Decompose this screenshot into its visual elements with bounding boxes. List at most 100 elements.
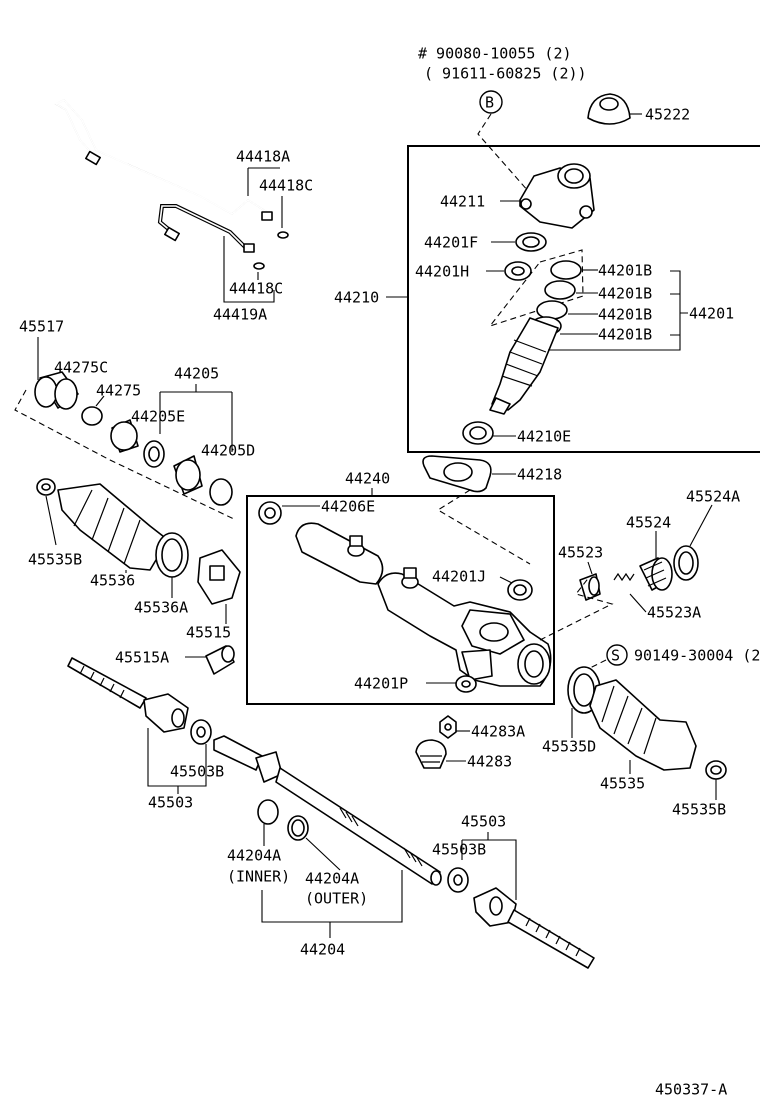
label-45536a: 45536A	[134, 599, 188, 617]
nut-44283a-part	[439, 715, 457, 739]
seal-44201h-part	[504, 261, 532, 281]
bracket-44205	[159, 384, 233, 452]
o-ring-44418c-lower	[253, 262, 265, 270]
leader-b-to-housing	[477, 113, 537, 201]
label-45515a: 45515A	[115, 649, 169, 667]
gasket-44218-part	[422, 455, 492, 493]
label-45503-left: 45503	[148, 794, 193, 812]
right-tie-rod-part	[473, 887, 595, 969]
s-bolt-note: 90149-30004 (2	[634, 647, 760, 665]
leader-44275	[95, 395, 105, 407]
label-45524: 45524	[626, 514, 671, 532]
label-45517: 45517	[19, 318, 64, 336]
leader-45523	[587, 561, 593, 575]
bushing-44205d-part	[173, 455, 203, 495]
yoke-45523-part	[579, 573, 601, 601]
label-45535: 45535	[600, 775, 645, 793]
label-45222: 45222	[645, 106, 690, 124]
o-ring-44418c-upper	[277, 231, 289, 239]
grommet-45515a-part	[205, 645, 235, 675]
label-45536: 45536	[90, 572, 135, 590]
ring-44205e-part	[143, 440, 165, 468]
label-44240: 44240	[345, 470, 390, 488]
bracket-44419a	[223, 236, 275, 303]
valve-assembly-box	[407, 145, 760, 453]
label-44201: 44201	[689, 305, 734, 323]
label-44418c-lower: 44418C	[229, 280, 283, 298]
label-44210: 44210	[334, 289, 379, 307]
nut-45524a-part	[673, 545, 699, 581]
label-44201b-3: 44201B	[598, 306, 652, 324]
clamp-45535b-left-part	[36, 478, 56, 496]
gasket-dashed-line	[436, 489, 531, 565]
diagram-id: 450337-A	[655, 1081, 727, 1099]
label-45535b-right: 45535B	[672, 801, 726, 819]
label-44201j: 44201J	[432, 568, 486, 586]
bolt-note-1: # 90080-10055 (2)	[418, 45, 572, 63]
plug-45524-part	[639, 557, 673, 591]
label-44201p: 44201P	[354, 675, 408, 693]
label-44218: 44218	[517, 466, 562, 484]
plug-44283-part	[415, 739, 447, 769]
label-44419a: 44419A	[213, 306, 267, 324]
label-44201b-2: 44201B	[598, 285, 652, 303]
ring-44205d-part	[209, 478, 233, 506]
leader-44204a-outer	[305, 837, 341, 871]
left-boot-45536-part	[57, 483, 169, 571]
label-45523: 45523	[558, 544, 603, 562]
right-boot-45535-part	[589, 679, 697, 771]
yoke-dashed-line	[539, 575, 614, 641]
outer-note: (OUTER)	[305, 890, 368, 908]
seal-44201p-part	[455, 675, 477, 693]
label-45535d: 45535D	[542, 738, 596, 756]
dust-cap-part	[587, 93, 631, 125]
svg-text:B: B	[485, 94, 494, 112]
seal-44201f-part	[515, 232, 547, 252]
bushing-44205-part	[110, 419, 139, 453]
label-44205: 44205	[174, 365, 219, 383]
clamp-45536a-part	[155, 532, 189, 578]
label-44210e: 44210E	[517, 428, 571, 446]
left-tie-rod-part	[67, 657, 189, 733]
left-dashed-line	[14, 389, 237, 521]
s-dashed-line	[585, 659, 607, 671]
bracket-45503-right	[461, 832, 517, 900]
label-45524a: 45524A	[686, 488, 740, 506]
bracket-44204	[261, 870, 403, 938]
label-45515: 45515	[186, 624, 231, 642]
bushing-44275c-part	[34, 371, 79, 410]
ring-44204a-inner-part	[257, 799, 279, 825]
bolt-note-2: ( 91611-60825 (2))	[424, 65, 587, 83]
label-44275: 44275	[96, 382, 141, 400]
circle-s-marker: S	[606, 644, 628, 666]
seal-kit-dashed-outline	[488, 249, 584, 328]
label-45503b-left: 45503B	[170, 763, 224, 781]
bracket-45503-left	[147, 728, 207, 794]
label-44201b-1: 44201B	[598, 262, 652, 280]
seal-44206e-part	[258, 501, 282, 525]
leader-45523a	[629, 593, 647, 613]
label-44204a-outer: 44204A	[305, 870, 359, 888]
oil-seal-44201j-part	[507, 579, 533, 601]
label-44201f: 44201F	[424, 234, 478, 252]
label-44205d: 44205D	[201, 442, 255, 460]
bracket-44418a	[247, 167, 283, 228]
label-44283a: 44283A	[471, 723, 525, 741]
leader-45524a	[689, 504, 713, 547]
label-44204a-inner: 44204A	[227, 847, 281, 865]
label-44206e: 44206E	[321, 498, 375, 516]
svg-text:S: S	[611, 647, 620, 665]
label-44205e: 44205E	[131, 408, 185, 426]
circle-b-marker: B	[479, 90, 503, 114]
leader-45535b-left	[45, 495, 57, 546]
label-44418c-upper: 44418C	[259, 177, 313, 195]
spring-45523a-part	[613, 572, 635, 582]
label-44211: 44211	[440, 193, 485, 211]
label-45503-right: 45503	[461, 813, 506, 831]
rack-housing-part	[295, 522, 552, 687]
label-45523a: 45523A	[647, 604, 701, 622]
valve-housing-part	[519, 163, 595, 229]
ring-44275-part	[81, 406, 103, 426]
ring-44204a-outer-part	[287, 815, 309, 841]
